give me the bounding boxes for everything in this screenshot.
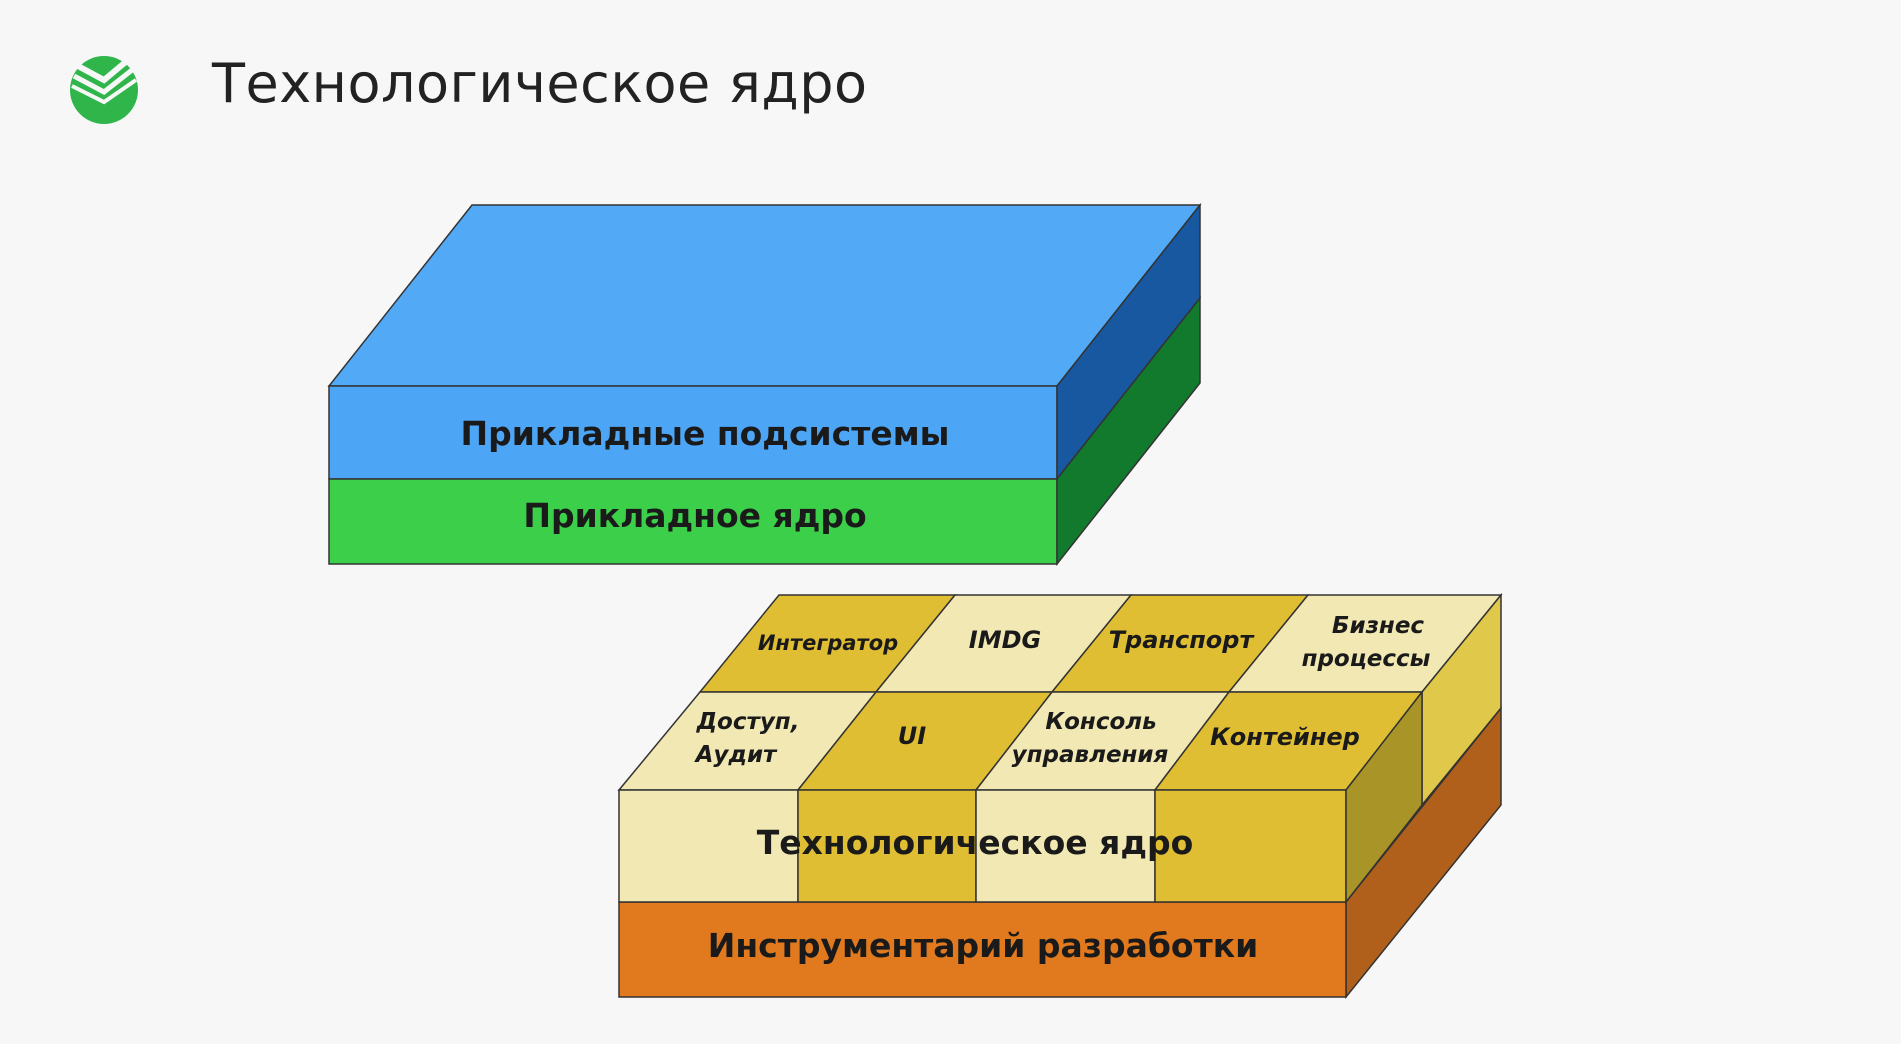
module-container-label: Контейнер (1210, 723, 1360, 751)
module-business-processes-label-line2: процессы (1302, 646, 1431, 672)
tech-core-label: Технологическое ядро (757, 823, 1194, 862)
module-ui-label: UI (898, 722, 926, 750)
page-title: Технологическое ядро (212, 52, 868, 115)
module-imdg-label: IMDG (969, 626, 1041, 654)
app-core-label: Прикладное ядро (523, 496, 866, 535)
cube-front-1 (618, 789, 799, 903)
module-access-audit-label-line1: Доступ, (696, 709, 800, 735)
dev-tools-label: Инструментарий разработки (708, 926, 1258, 965)
app-subsystems-top-face (327, 204, 1202, 387)
sberbank-logo-icon (66, 50, 142, 126)
upper-block: Прикладные подсистемы Прикладное ядро (327, 202, 1202, 567)
app-core-side-face (1056, 295, 1201, 567)
module-console-label-line2: управления (1012, 742, 1169, 768)
module-access-audit-label-line2: Аудит (694, 742, 778, 768)
cube-front-4 (1154, 789, 1347, 903)
module-business-processes-label-line1: Бизнес (1332, 613, 1425, 639)
cube-front-2 (797, 789, 977, 903)
lower-block: Интегратор IMDG Транспорт Бизнес процесс… (617, 592, 1503, 1000)
module-console-label-line1: Консоль (1045, 709, 1156, 735)
cube-front-side-face (1345, 689, 1423, 905)
app-subsystems-label: Прикладные подсистемы (460, 414, 949, 453)
module-integrator-label: Интегратор (758, 631, 898, 655)
cube-front-3 (975, 789, 1156, 903)
module-transport-label: Транспорт (1109, 626, 1256, 654)
